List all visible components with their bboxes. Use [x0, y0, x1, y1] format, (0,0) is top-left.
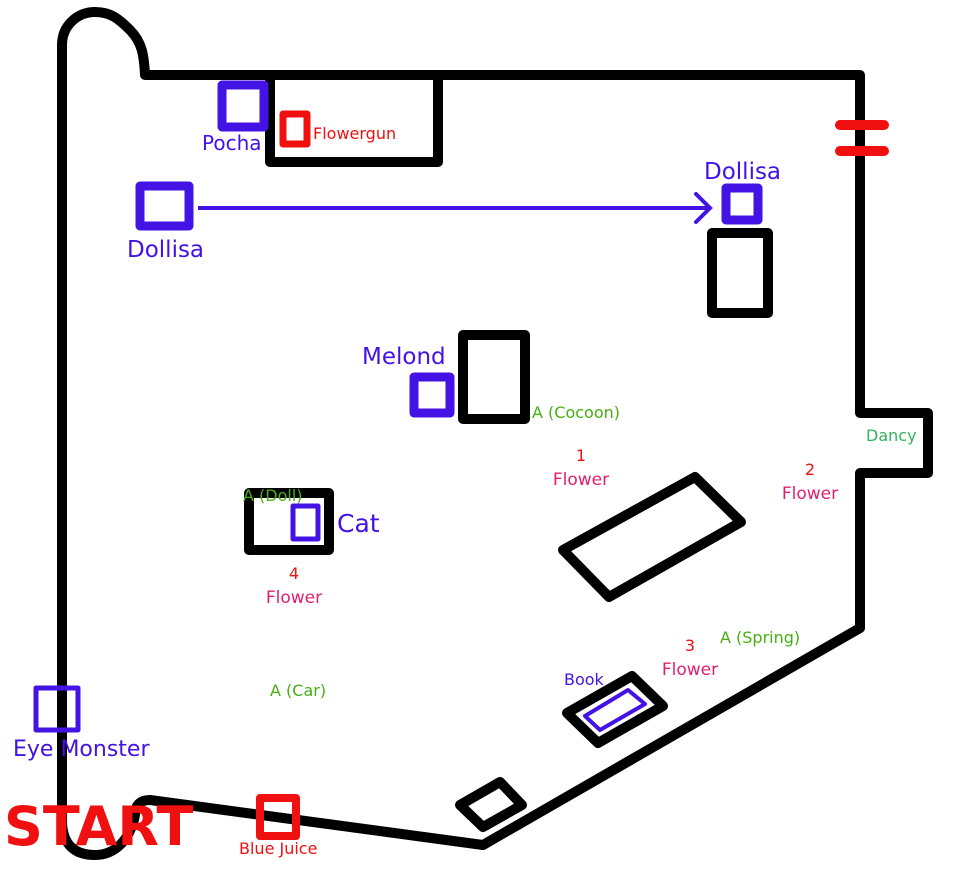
small-box [455, 777, 527, 832]
dancy-label: Dancy [866, 426, 917, 445]
dollisa-end-label: Dollisa [704, 159, 781, 185]
blue-juice-label: Blue Juice [239, 839, 317, 858]
eye-monster-marker[interactable] [33, 685, 81, 733]
dollisa-start-marker[interactable] [135, 181, 194, 231]
flower-1-number: 1 [576, 446, 586, 465]
flower-2-number: 2 [805, 460, 815, 479]
cocoon-box [458, 330, 530, 424]
dollisa-end-marker[interactable] [721, 183, 763, 225]
spring-label: A (Spring) [720, 628, 800, 647]
cat-marker[interactable] [290, 503, 321, 542]
blue-juice-marker[interactable] [256, 794, 300, 840]
book-marker[interactable] [583, 688, 647, 732]
flower-4-label: Flower [266, 588, 322, 608]
cat-label: Cat [337, 509, 380, 538]
eye-monster-label: Eye Monster [13, 737, 150, 762]
arrow-head-icon [694, 192, 713, 224]
flowergun-marker[interactable] [279, 110, 311, 148]
car-label: A (Car) [270, 681, 326, 700]
melond-label: Melond [362, 344, 446, 370]
pocha-marker[interactable] [217, 80, 269, 132]
cabinet-right [707, 228, 773, 318]
doll-box [244, 488, 334, 555]
start-label: START [4, 795, 193, 858]
doll-label: A (Doll) [243, 486, 303, 505]
flower-3-label: Flower [662, 660, 718, 680]
cocoon-label: A (Cocoon) [532, 403, 620, 422]
pocha-label: Pocha [202, 131, 262, 155]
dollisa-start-label: Dollisa [127, 237, 204, 263]
flower-3-number: 3 [685, 636, 695, 655]
melond-marker[interactable] [409, 372, 455, 418]
book-label: Book [564, 670, 605, 689]
flowergun-label: Flowergun [313, 124, 396, 143]
outer-wall [57, 7, 933, 860]
top-room [265, 70, 443, 167]
flower-2-label: Flower [782, 484, 838, 504]
flower-4-number: 4 [289, 564, 299, 583]
table [558, 472, 746, 602]
flower-1-label: Flower [553, 470, 609, 490]
book-table [562, 671, 668, 748]
